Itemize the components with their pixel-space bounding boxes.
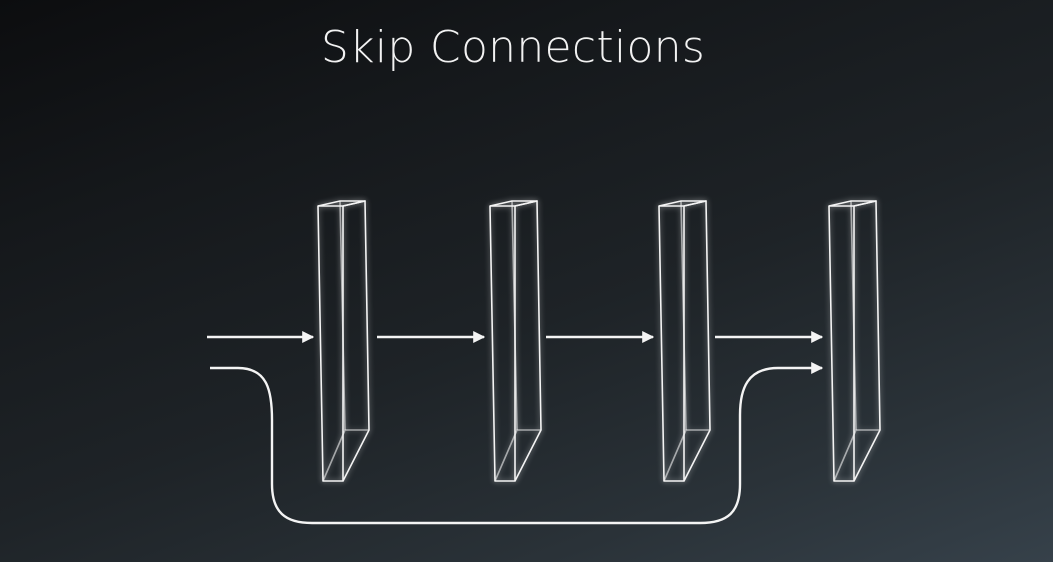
layer-block-2 — [489, 200, 542, 482]
layer-block-4 — [828, 200, 881, 482]
slide-title: Skip Connections — [320, 22, 706, 73]
layer-block-1 — [317, 200, 370, 482]
skip-connection-arrow — [210, 362, 824, 525]
layer-block-3 — [658, 200, 711, 482]
